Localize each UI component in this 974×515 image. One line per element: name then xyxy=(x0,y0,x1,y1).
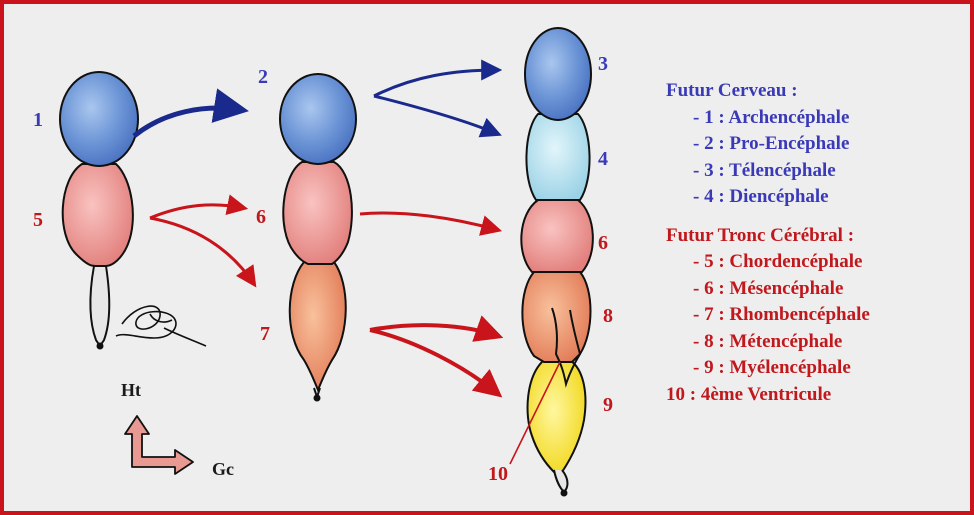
chordencephale-vesicle xyxy=(61,163,134,267)
label-stage-3: 3 xyxy=(598,53,608,75)
stage-one-tube xyxy=(59,71,139,350)
mesencephale-vesicle-c xyxy=(520,199,594,273)
arrow-5-to-7 xyxy=(149,216,257,288)
legend-trunk-title: Futur Tronc Cérébral : xyxy=(666,224,855,246)
label-stage-7: 7 xyxy=(260,323,270,345)
rhombencephale-vesicle xyxy=(288,261,347,393)
legend-trunk-item: - 5 : Chordencéphale xyxy=(693,251,863,272)
legend-trunk-item: - 7 : Rhombencéphale xyxy=(693,304,870,325)
neural-tube-diagram xyxy=(59,27,594,497)
label-stage-4: 4 xyxy=(598,148,608,170)
caudal-tube-c xyxy=(553,469,569,494)
arrow-2-to-3 xyxy=(373,59,503,98)
caudal-tube-a xyxy=(89,265,111,348)
ventricle-pointer-line xyxy=(509,361,561,465)
legend-brain-item: - 2 : Pro-Encéphale xyxy=(693,133,850,154)
telencephale-vesicle xyxy=(524,27,592,121)
label-stage-5: 5 xyxy=(33,209,43,231)
label-stage-6-middle: 6 xyxy=(256,206,266,228)
legend-brain-title: Futur Cerveau : xyxy=(666,80,798,101)
legend-trunk-item: - 8 : Métencéphale xyxy=(693,330,843,352)
metencephale-vesicle xyxy=(521,271,592,363)
arrow-5-to-6 xyxy=(149,194,249,220)
archencephale-vesicle xyxy=(59,71,139,167)
label-stage-1: 1 xyxy=(33,109,43,131)
arrow-6-to-6 xyxy=(359,211,503,236)
stage-two-tube xyxy=(279,73,357,402)
arrow-7-to-9 xyxy=(369,328,503,398)
legend-brain-item: - 1 : Archencéphale xyxy=(693,106,850,128)
tube-tip-c xyxy=(560,489,568,497)
axis-label-right: Gc xyxy=(212,459,234,479)
label-stage-2: 2 xyxy=(258,66,268,88)
tube-tip-b xyxy=(313,394,321,402)
label-stage-8: 8 xyxy=(603,305,613,327)
arrow-7-to-8 xyxy=(369,315,504,342)
tube-tip-a xyxy=(96,342,104,350)
myelencephale-vesicle xyxy=(526,359,587,473)
arrow-1-to-2 xyxy=(132,88,249,138)
orientation-arrows-icon xyxy=(124,415,194,475)
legend-brain-item: - 4 : Diencéphale xyxy=(693,186,829,207)
arrows xyxy=(132,59,504,398)
label-stage-9: 9 xyxy=(603,394,613,416)
arrow-2-to-4 xyxy=(373,94,502,138)
pro-encephale-vesicle xyxy=(279,73,357,165)
legend-trunk-item: - 9 : Myélencéphale xyxy=(693,357,851,378)
fourth-ventricle xyxy=(551,307,582,388)
diencephale-vesicle xyxy=(525,113,591,201)
stage-three-tube xyxy=(509,27,594,497)
legend: Futur Cerveau : - 1 : Archencéphale - 2 … xyxy=(666,78,870,408)
mesencephale-vesicle-b xyxy=(282,161,353,265)
legend-ventricle: 10 : 4ème Ventricule xyxy=(666,383,832,405)
legend-brain-item: - 3 : Télencéphale xyxy=(693,159,836,181)
label-stage-6-right: 6 xyxy=(598,232,608,254)
axis-label-up: Ht xyxy=(121,380,141,400)
orientation-axes xyxy=(124,415,194,475)
signature xyxy=(115,305,207,347)
legend-trunk-item: - 6 : Mésencéphale xyxy=(693,277,844,299)
label-stage-10: 10 xyxy=(488,463,508,485)
